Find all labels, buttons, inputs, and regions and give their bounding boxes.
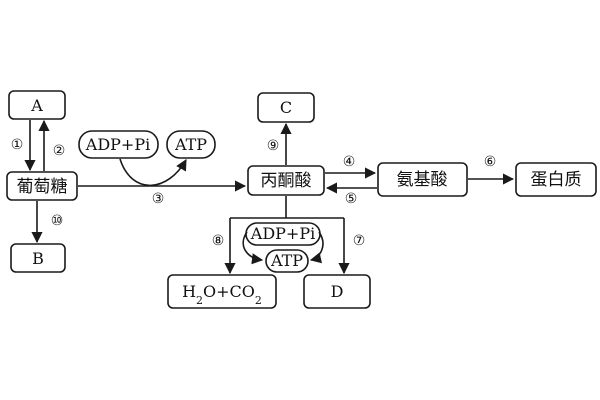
node-protein: 蛋白质 (515, 162, 597, 197)
node-glucose: 葡萄糖 (6, 171, 78, 201)
step-8: ⑧ (212, 233, 225, 249)
node-a-label: A (30, 96, 43, 115)
node-amino-acid-label: 氨基酸 (397, 170, 448, 190)
node-b: B (10, 243, 66, 273)
node-atp-top-label: ATP (174, 135, 207, 154)
step-3: ③ (152, 191, 165, 207)
step-5: ⑤ (345, 191, 358, 207)
node-pyruvate-label: 丙酮酸 (261, 171, 312, 191)
step-4: ④ (343, 154, 356, 170)
node-amino-acid: 氨基酸 (377, 162, 468, 197)
node-d-label: D (331, 282, 344, 301)
step-7: ⑦ (353, 233, 366, 249)
node-glucose-label: 葡萄糖 (17, 177, 68, 197)
step-10: ⑩ (51, 213, 64, 229)
arrow-adp-to-atp-top (119, 158, 187, 187)
node-atp-bottom-label: ATP (270, 251, 303, 270)
arrow-adp-to-atp-right (309, 231, 324, 264)
node-h2o-co2-label: H2O+CO2 (182, 282, 262, 307)
node-pyruvate: 丙酮酸 (247, 165, 325, 196)
node-a: A (8, 90, 66, 120)
arrow-adp-to-atp-left (242, 231, 264, 265)
node-c-label: C (280, 98, 292, 117)
node-atp-top: ATP (166, 130, 216, 159)
node-h2o-co2: H2O+CO2 (167, 274, 277, 309)
node-adp-pi-bottom-label: ADP+Pi (250, 224, 315, 243)
node-adp-pi-bottom: ADP+Pi (245, 222, 321, 246)
node-c: C (257, 92, 315, 123)
node-adp-pi-top-label: ADP+Pi (85, 135, 150, 154)
step-2: ② (53, 143, 66, 159)
step-9: ⑨ (267, 138, 280, 154)
node-protein-label: 蛋白质 (531, 170, 582, 190)
step-6: ⑥ (484, 154, 497, 170)
node-atp-bottom: ATP (265, 249, 309, 273)
step-1: ① (11, 137, 24, 153)
node-d: D (303, 274, 371, 309)
node-b-label: B (32, 249, 44, 268)
node-adp-pi-top: ADP+Pi (78, 130, 159, 159)
